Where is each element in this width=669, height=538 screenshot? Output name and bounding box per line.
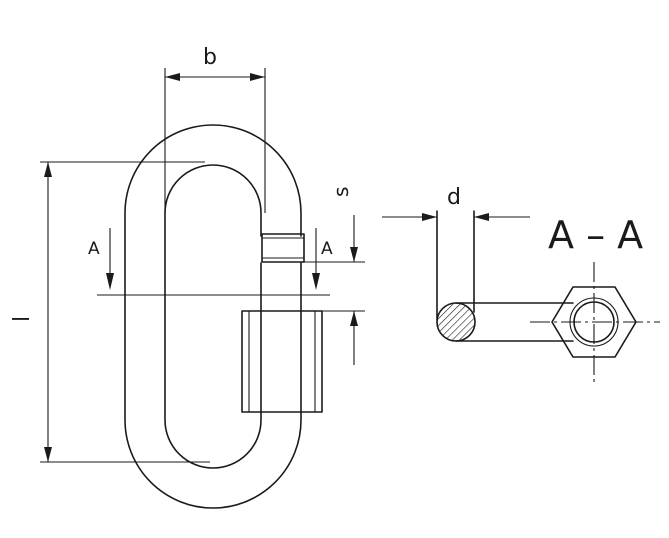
nut-outline xyxy=(241,310,323,413)
section-arrow-left xyxy=(106,228,114,290)
thread-outline xyxy=(261,233,305,263)
dimension-l xyxy=(40,161,210,463)
dimension-s-label: s xyxy=(329,187,353,197)
thread-end xyxy=(261,233,305,263)
quick-link-body xyxy=(124,124,302,509)
dimension-b xyxy=(164,68,266,213)
hex-nut-end-view xyxy=(551,286,637,358)
dimension-s xyxy=(304,215,365,365)
section-mark-right: A xyxy=(321,239,333,259)
closing-nut xyxy=(241,310,323,413)
link-outer-contour xyxy=(124,124,302,509)
section-hatched-circle xyxy=(436,302,476,342)
section-title: A – A xyxy=(548,213,643,257)
link-inner-contour xyxy=(164,164,262,469)
dimension-d-label: d xyxy=(447,185,461,210)
dimension-d xyxy=(382,213,530,221)
dimension-b-label: b xyxy=(203,45,217,70)
section-view xyxy=(436,210,660,385)
section-mark-left: A xyxy=(88,239,100,259)
section-arrow-right xyxy=(312,228,320,290)
dimension-l-label: l xyxy=(10,316,35,322)
